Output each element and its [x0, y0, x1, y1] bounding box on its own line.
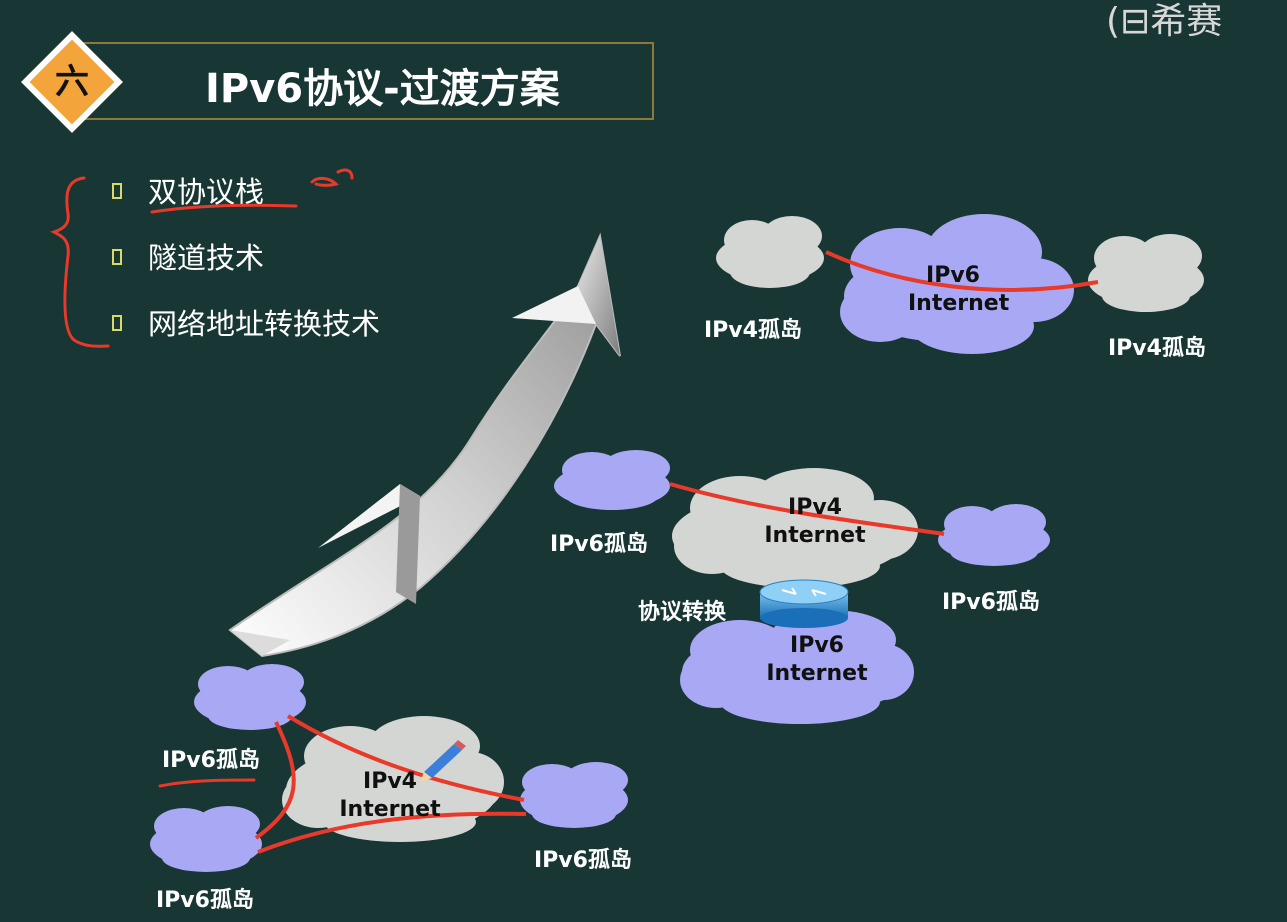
- bullet-label: 双协议栈: [148, 175, 265, 209]
- translation-island-label-right: IPv6孤岛: [942, 590, 1040, 615]
- cloud-label-line-2: Internet: [764, 523, 866, 548]
- bullet-label: 网络地址转换技术: [148, 307, 381, 341]
- brand-logo: (⊟希赛: [1106, 1, 1223, 42]
- annotation-scribble: [310, 168, 354, 187]
- dual-stack-diagram: [150, 664, 628, 872]
- dual-stack-island-label-top: IPv6孤岛: [162, 748, 260, 773]
- bullet-label: 隧道技术: [148, 241, 265, 275]
- page-title: IPv6协议-过渡方案: [205, 66, 560, 112]
- protocol-translation-label: 协议转换: [638, 600, 727, 625]
- tunnel-center-cloud-label: IPv6 Internet: [908, 262, 1010, 318]
- section-number: 六: [55, 62, 89, 102]
- bullet-item-nat: 网络地址转换技术: [112, 302, 380, 342]
- cloud-label-line-1: IPv4: [788, 495, 842, 520]
- ipv6-island-cloud-bottom: [150, 806, 262, 872]
- annotation-brace: [50, 176, 110, 348]
- ipv6-internet-cloud-bottom: [680, 610, 914, 724]
- annotation-marks: [50, 168, 354, 788]
- dual-stack-island-label-right: IPv6孤岛: [534, 848, 632, 873]
- ipv4-internet-cloud: [672, 468, 918, 588]
- bullet-item-dual-stack: 双协议栈: [112, 170, 264, 210]
- translation-top-cloud-label: IPv4 Internet: [750, 494, 880, 550]
- tunnel-island-label-left: IPv4孤岛: [704, 318, 802, 343]
- dual-stack-island-label-bottom: IPv6孤岛: [156, 888, 254, 913]
- cloud-label-line-1: IPv6: [926, 263, 980, 288]
- bullet-marker-icon: [112, 315, 122, 331]
- cloud-label-line-1: IPv4: [363, 769, 417, 794]
- ipv6-island-cloud-right: [938, 504, 1050, 566]
- tunnel-island-label-right: IPv4孤岛: [1108, 336, 1206, 361]
- cloud-label-line-2: Internet: [766, 661, 868, 686]
- ipv4-island-cloud-left: [716, 216, 824, 288]
- cloud-label-line-2: Internet: [339, 797, 441, 822]
- translation-diagram: [554, 450, 1050, 724]
- tunnel-diagram: [716, 214, 1204, 354]
- bullet-item-tunnel: 隧道技术: [112, 236, 264, 276]
- annotation-underline-island: [158, 778, 256, 788]
- pencil-icon: [420, 740, 466, 782]
- cloud-label-line-1: IPv6: [790, 633, 844, 658]
- cloud-label-line-2: Internet: [908, 291, 1010, 316]
- bullet-marker-icon: [112, 183, 122, 199]
- translation-router-icon: [759, 579, 849, 628]
- annotation-underline-dual-stack: [150, 203, 298, 214]
- dual-stack-links: [254, 714, 527, 854]
- translation-bottom-cloud-label: IPv6 Internet: [752, 632, 882, 688]
- section-badge: 六: [20, 30, 124, 134]
- ipv6-island-cloud-right-dual: [520, 762, 628, 828]
- ipv6-island-cloud-top-left: [554, 450, 670, 510]
- ipv6-island-cloud-top: [194, 664, 306, 730]
- transition-arrow: [228, 232, 621, 658]
- bullet-marker-icon: [112, 249, 122, 265]
- ipv4-island-cloud-right: [1088, 234, 1204, 312]
- tunnel-link: [825, 250, 1099, 292]
- dual-stack-cloud-label: IPv4 Internet: [330, 768, 450, 824]
- ipv4-tunnel-link: [669, 482, 945, 536]
- ipv4-internet-cloud-dual: [282, 716, 504, 842]
- translation-island-label-left: IPv6孤岛: [550, 532, 648, 557]
